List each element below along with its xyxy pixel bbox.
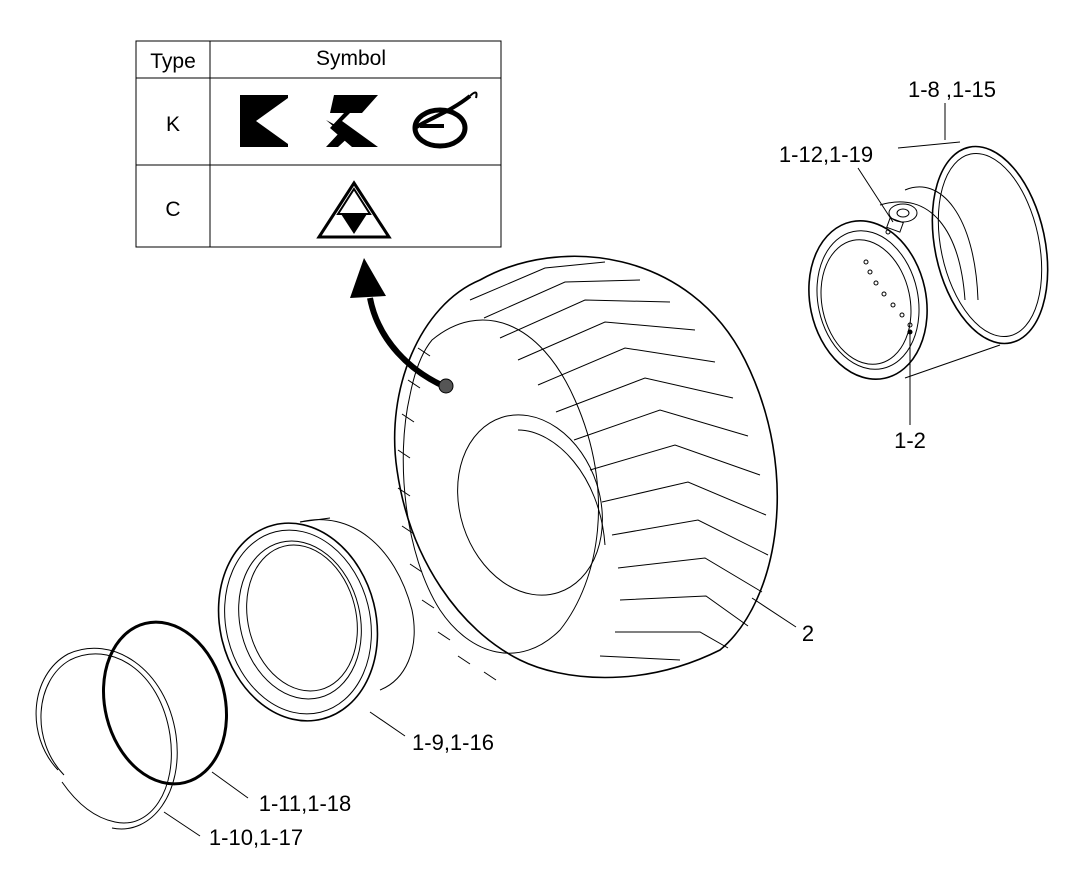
label-side-ring: 1-9,1-16	[412, 730, 494, 755]
label-rim: 1-2	[894, 428, 926, 453]
tire-sidewall-lugs	[397, 347, 497, 681]
rim-assembly	[808, 103, 1049, 425]
symbol-location-dot-icon	[438, 378, 454, 394]
table-header-type: Type	[150, 50, 196, 73]
table-row-type-k: K	[166, 113, 180, 136]
o-ring	[101, 620, 249, 799]
tire	[393, 255, 797, 681]
swoosh-logo-icon	[412, 91, 478, 149]
k-logo-icon	[240, 95, 288, 147]
tire-tread	[469, 261, 769, 661]
table-header-symbol: Symbol	[316, 47, 386, 70]
label-tire: 2	[802, 621, 814, 646]
table-row-type-c: C	[165, 198, 180, 221]
triforce-icon	[316, 180, 392, 239]
label-rim-flange: 1-8 ,1-15	[908, 77, 996, 102]
side-ring	[217, 517, 415, 737]
rim-bolt-holes	[863, 229, 913, 328]
label-valve: 1-12,1-19	[779, 142, 873, 167]
label-o-ring: 1-11,1-18	[259, 791, 352, 816]
symbol-table: Type Symbol K C	[135, 40, 502, 248]
valve-icon	[886, 203, 918, 233]
lock-ring	[35, 647, 201, 837]
r-logo-icon	[326, 95, 378, 147]
label-lock-ring: 1-10,1-17	[209, 825, 303, 850]
curved-arrow-icon	[350, 258, 454, 394]
